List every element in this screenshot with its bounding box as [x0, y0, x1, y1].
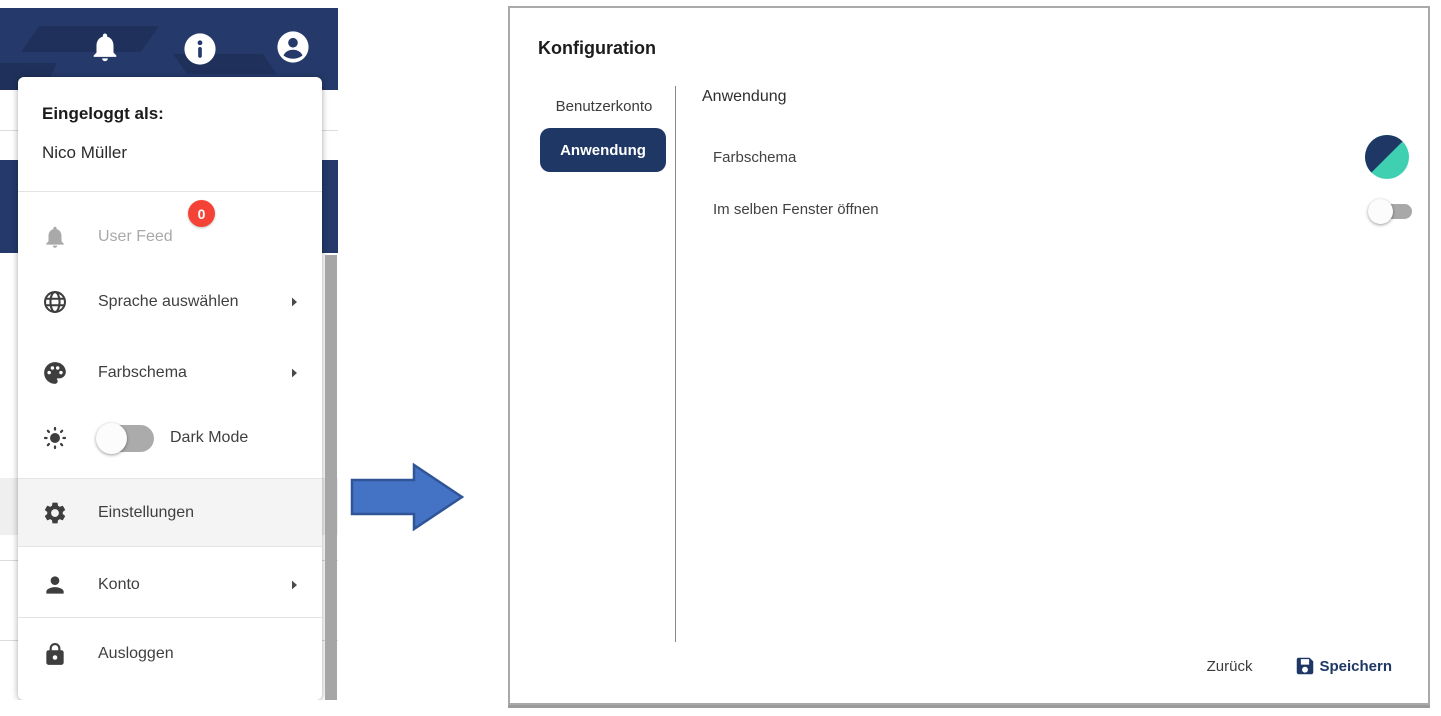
- account-icon[interactable]: [276, 30, 310, 64]
- chevron-right-icon: [286, 577, 302, 593]
- menu-divider: [18, 617, 322, 618]
- color-scheme-icon[interactable]: [1365, 135, 1409, 179]
- section-title: Anwendung: [702, 88, 787, 105]
- menu-item-dark-mode[interactable]: Dark Mode: [18, 407, 322, 469]
- menu-item-label: User Feed: [98, 228, 173, 245]
- chevron-right-icon: [286, 294, 302, 310]
- logged-in-as-label: Eingeloggt als:: [42, 104, 164, 123]
- menu-item-label: Ausloggen: [98, 645, 174, 662]
- notifications-icon[interactable]: [88, 30, 122, 64]
- save-icon: [1294, 655, 1316, 677]
- palette-icon: [42, 360, 68, 386]
- save-button[interactable]: Speichern: [1294, 655, 1392, 677]
- menu-item-label: Dark Mode: [170, 429, 249, 446]
- konfiguration-dialog: Konfiguration Benutzerkonto Anwendung An…: [508, 6, 1430, 705]
- menu-item-konto[interactable]: Konto: [18, 554, 322, 616]
- user-menu-header: Eingeloggt als: Nico Müller: [42, 103, 164, 164]
- bell-icon: [42, 224, 68, 250]
- app-header-bar: [0, 8, 338, 90]
- dialog-footer: Zurück Speichern: [1207, 646, 1392, 686]
- farbschema-label: Farbschema: [713, 149, 797, 166]
- globe-icon: [42, 289, 68, 315]
- person-icon: [42, 572, 68, 598]
- menu-item-farbschema[interactable]: Farbschema: [18, 342, 322, 404]
- dialog-title: Konfiguration: [538, 38, 656, 58]
- menu-divider: [18, 191, 322, 192]
- dialog-divider: [675, 86, 676, 642]
- menu-item-sprache-auswaehlen[interactable]: Sprache auswählen: [18, 271, 322, 333]
- gear-icon: [42, 500, 68, 526]
- tab-benutzerkonto[interactable]: Benutzerkonto: [555, 98, 653, 115]
- menu-scrollbar[interactable]: [325, 255, 337, 700]
- info-icon[interactable]: [183, 32, 217, 66]
- menu-item-einstellungen[interactable]: Einstellungen: [18, 478, 322, 547]
- same-window-label: Im selben Fenster öffnen: [713, 201, 879, 218]
- user-name: Nico Müller: [42, 143, 128, 162]
- menu-item-label: Sprache auswählen: [98, 293, 239, 310]
- save-button-label: Speichern: [1319, 657, 1392, 675]
- transition-arrow-icon: [350, 462, 465, 532]
- chevron-right-icon: [286, 365, 302, 381]
- tab-anwendung[interactable]: Anwendung: [540, 128, 666, 172]
- toggle-knob: [96, 423, 127, 454]
- toggle-knob: [1368, 199, 1393, 224]
- user-feed-badge: 0: [188, 200, 215, 227]
- app-window: Eingeloggt als: Nico Müller User Feed 0 …: [0, 8, 338, 700]
- menu-item-user-feed[interactable]: User Feed: [18, 206, 322, 268]
- menu-item-label: Farbschema: [98, 364, 187, 381]
- sun-icon: [42, 425, 68, 451]
- user-menu: Eingeloggt als: Nico Müller User Feed 0 …: [18, 77, 322, 700]
- lock-icon: [42, 641, 68, 667]
- menu-item-ausloggen[interactable]: Ausloggen: [18, 623, 322, 685]
- menu-item-label: Konto: [98, 576, 140, 593]
- back-button[interactable]: Zurück: [1206, 657, 1253, 675]
- same-window-toggle[interactable]: [1368, 199, 1412, 224]
- menu-item-label: Einstellungen: [98, 503, 195, 521]
- dark-mode-toggle[interactable]: [96, 423, 154, 454]
